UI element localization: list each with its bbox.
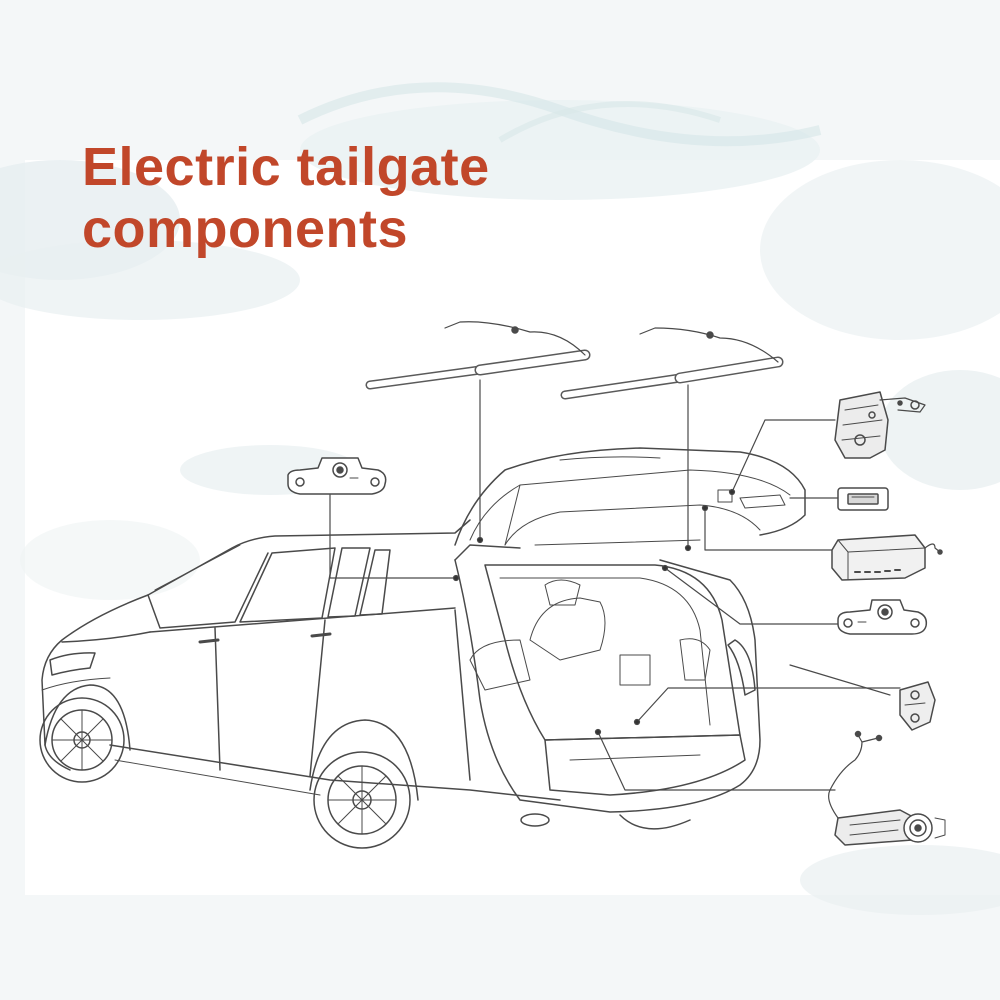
- title-line-1: Electric tailgate: [82, 137, 490, 197]
- tailgate-lock-actuator: [834, 391, 926, 459]
- upper-bracket-left: [287, 457, 387, 495]
- title-line-2: components: [82, 199, 409, 259]
- leader-lines: [329, 379, 901, 791]
- right-strut: [560, 327, 784, 400]
- latch-striker: [789, 664, 936, 731]
- tailgate-button-switch: [837, 487, 889, 511]
- upper-bracket-right: [837, 599, 928, 635]
- page-title: Electric tailgate components: [82, 136, 490, 260]
- car-illustration: [39, 447, 806, 849]
- left-strut: [365, 321, 591, 390]
- control-module: [831, 534, 943, 581]
- suction-lock-motor: [828, 730, 946, 846]
